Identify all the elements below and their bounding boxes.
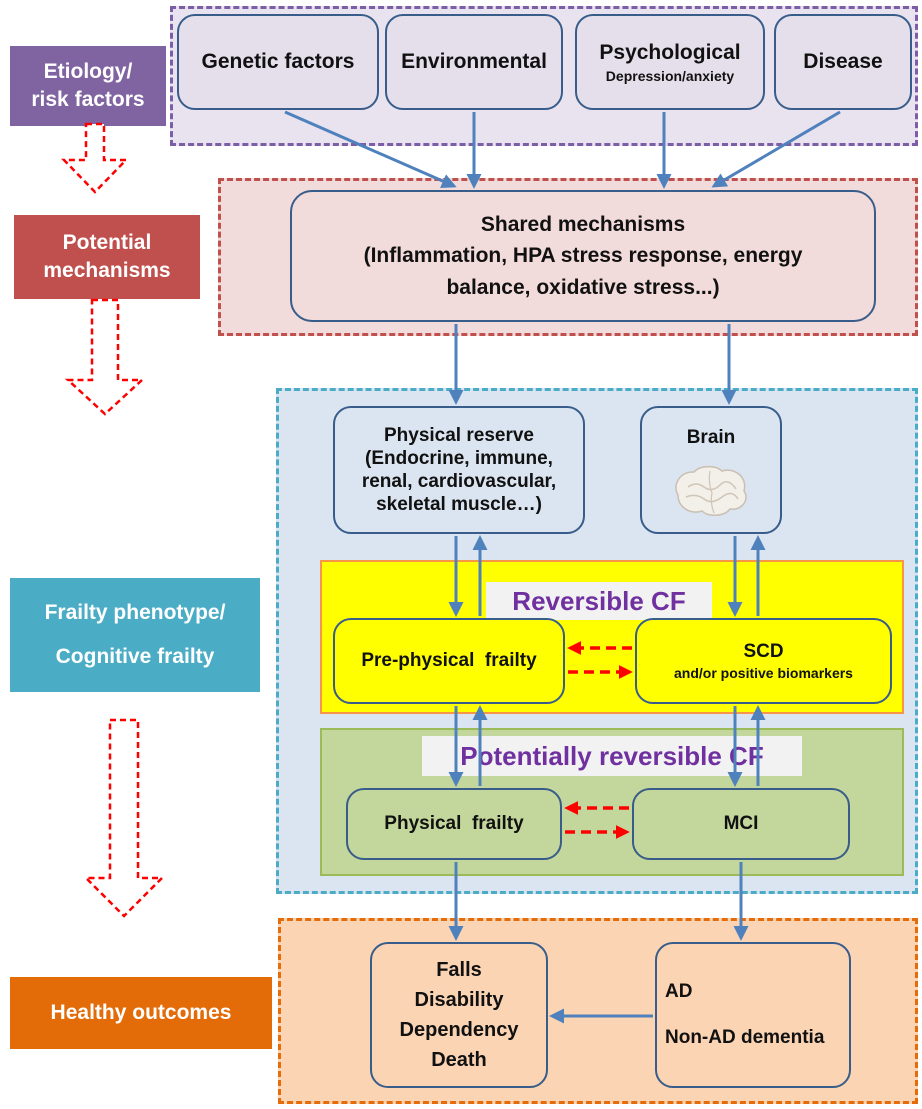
- environmental-label: Environmental: [401, 50, 547, 74]
- stage-arrow-3: [82, 718, 166, 918]
- brain-icon: [675, 465, 747, 516]
- stage-label-etiology: Etiology/ risk factors: [10, 46, 166, 126]
- shared-mechanisms-box: Shared mechanisms (Inflammation, HPA str…: [290, 190, 876, 322]
- shared-mechanisms-title: Shared mechanisms: [480, 212, 686, 236]
- physical-reserve-line2: (Endocrine, immune,: [365, 447, 553, 469]
- stage-arrow-1: [61, 122, 129, 194]
- outcome-ad: AD: [665, 981, 693, 1003]
- pre-physical-frailty-label: Pre-physical frailty: [361, 649, 537, 671]
- arrow-genetic-to-mechanisms: [284, 110, 457, 189]
- environmental-box: Environmental: [385, 14, 563, 110]
- psychological-label: Psychological: [599, 41, 741, 65]
- mci-box: MCI: [632, 788, 850, 860]
- disease-box: Disease: [774, 14, 912, 110]
- physical-outcomes-box: Falls Disability Dependency Death: [370, 942, 548, 1088]
- reversible-cf-badge: Reversible CF: [486, 582, 712, 620]
- stage-label-mechanisms: Potential mechanisms: [14, 215, 200, 299]
- physical-reserve-line1: Physical reserve: [383, 424, 534, 446]
- outcome-falls: Falls: [436, 959, 482, 981]
- outcome-death: Death: [431, 1049, 487, 1071]
- brain-label: Brain: [686, 427, 736, 448]
- arrow-disease-to-mechanisms: [711, 110, 841, 188]
- physical-reserve-line3: renal, cardiovascular,: [361, 471, 557, 492]
- outcome-disability: Disability: [414, 989, 504, 1011]
- genetic-factors-box: Genetic factors: [177, 14, 379, 110]
- scd-sub-label: and/or positive biomarkers: [674, 665, 853, 682]
- stage-arrow-2: [64, 298, 146, 416]
- potentially-reversible-cf-badge: Potentially reversible CF: [422, 736, 802, 776]
- physical-reserve-box: Physical reserve (Endocrine, immune, ren…: [333, 406, 585, 534]
- dementia-outcomes-box: AD Non-AD dementia: [655, 942, 851, 1088]
- disease-label: Disease: [803, 50, 883, 74]
- outcome-dependency: Dependency: [399, 1019, 519, 1041]
- outcome-non-ad-dementia: Non-AD dementia: [665, 1027, 825, 1048]
- scd-box: SCD and/or positive biomarkers: [635, 618, 892, 704]
- pre-physical-frailty-box: Pre-physical frailty: [333, 618, 565, 704]
- genetic-factors-label: Genetic factors: [201, 50, 355, 74]
- shared-mechanisms-line2: balance, oxidative stress...): [446, 275, 720, 299]
- physical-frailty-label: Physical frailty: [384, 812, 524, 834]
- psychological-sub-label: Depression/anxiety: [605, 67, 735, 84]
- psychological-box: Psychological Depression/anxiety: [575, 14, 765, 110]
- physical-frailty-box: Physical frailty: [346, 788, 562, 860]
- brain-box: Brain: [640, 406, 782, 534]
- stage-label-frailty: Frailty phenotype/ Cognitive frailty: [10, 578, 260, 692]
- physical-reserve-line4: skeletal muscle…): [376, 494, 542, 516]
- stage-label-outcomes: Healthy outcomes: [10, 977, 272, 1049]
- scd-label: SCD: [743, 640, 784, 662]
- shared-mechanisms-line1: (Inflammation, HPA stress response, ener…: [363, 244, 803, 268]
- mci-label: MCI: [723, 812, 759, 834]
